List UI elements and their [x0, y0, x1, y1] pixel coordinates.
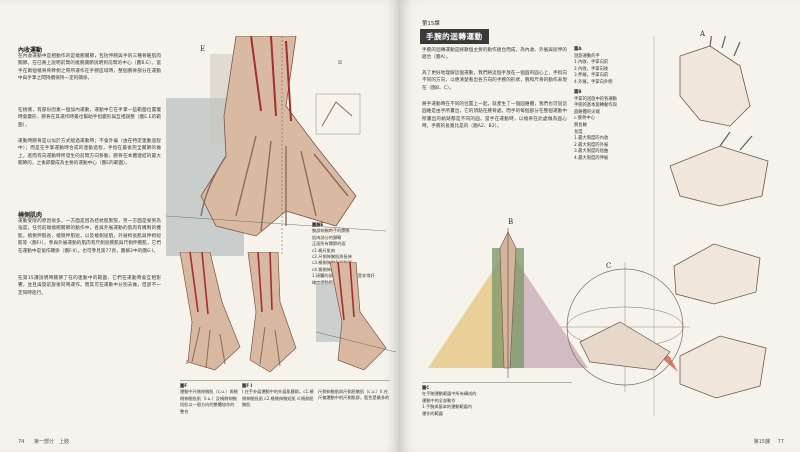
paragraph: 為了更好地理解這個運動，我們將這個手放在一個圓的圓心上，手指向不同的方向，以便清… — [422, 71, 567, 91]
paragraph: 運動受限的原因很多，一方面是因為拮抗肌緊張，另一方面是受到為強度，任何前端橈腕關… — [18, 219, 161, 254]
caption-figure-f-i: 圖F I I.在手外展運動中的外展肌腱群。c1.橈側伸腕長肌 c2.橈側伸腕短肌… — [242, 383, 314, 409]
caption-line: 1.內收、手掌向前 — [574, 60, 609, 66]
caption-figure-f: 圖F 運動中尺側伸腕肌（c.u.）與橈側伸腕長肌（l.u.）及橈側伸腕短肌以一個… — [180, 383, 238, 415]
caption-title: 圖F — [180, 383, 188, 388]
caption-line: 2.最大限度的外展 — [574, 142, 609, 148]
figure-a-hand-sketches — [653, 36, 769, 416]
caption-line: 手腕的基本旋轉動作與 — [574, 103, 617, 109]
paragraph: 將手運動時在不同的位置上一起，就產生了一個圓錐體，我們也可說這圓錐是由手所畫出，… — [422, 102, 567, 130]
caption-title: 圖B — [574, 90, 582, 95]
divider — [422, 382, 572, 383]
figure-label-e: E — [200, 45, 206, 53]
section-title-adduction: 內收運動 — [18, 47, 43, 54]
caption-text: 尺側伸腕肌與尺側屈腕肌（c.u.）II.在尺偏運動中的尺側肌群，藍色是最多的 — [318, 389, 390, 401]
figure-label-b: B — [508, 218, 514, 226]
caption-line: 腕長軸 — [574, 122, 587, 128]
paragraph: 運動時腕骨是以似於方式繞過運動時；不會外偏（由在特定連動過程中）；而是在手掌運動… — [18, 139, 161, 167]
caption-text: I.在手外展運動中的外展肌腱群。c1.橈側伸腕長肌 c2.橈側伸腕短肌 d.橈側… — [242, 389, 314, 408]
caption-title: 圖解E — [312, 222, 324, 227]
caption-line: 手掌的迴旋中的各運動 — [574, 96, 617, 102]
caption-line: 長度 — [574, 129, 583, 135]
divider — [180, 380, 390, 381]
caption-line: 正面所有關節的面 — [312, 241, 346, 247]
caption-line: 運動中的全部動作 — [422, 397, 456, 403]
left-page: 內收運動 在內收運動中是相動作的是橈腕關節，包括伸腕與手的三種骨骼肌肉關節。在已… — [0, 0, 400, 452]
paragraph: 在內收運動中是相動作的是橈腕關節，包括伸腕與手的三種骨骼肌肉關節。在已將上說明前… — [18, 54, 161, 82]
caption-line: 3.伸展，手掌向前 — [574, 73, 609, 79]
paragraph: 在橈側，有部份因素一個加內運動，運動中它在手掌一些範圍位置擺時會變形，腕骨在其運… — [18, 108, 161, 128]
caption-text: 運動中尺側伸腕肌（c.u.）與橈側伸腕長肌（l.u.）及橈側伸腕短肌以一個方向的… — [180, 389, 238, 414]
right-page: 第15課 手腕的迴轉運動 手腕的迴轉運動是將數個主要的動作組合而成，為內收、外展… — [400, 0, 800, 452]
figure-c-rotation-circle — [560, 262, 690, 392]
page-number-right: 77 — [777, 439, 784, 445]
caption-line: c.腕骨中心 — [574, 116, 595, 122]
caption-figure-f-ii: 尺側伸腕肌與尺側屈腕肌（c.u.）II.在尺偏運動中的尺側肌群，藍色是最多的 — [318, 389, 392, 402]
lesson-title: 手腕的迴轉運動 — [420, 29, 489, 44]
caption-line: 運作的範圍 — [422, 410, 443, 416]
caption-line: 肌肉部分的腱鞘 — [312, 234, 342, 240]
caption-title: 圖C — [422, 385, 430, 390]
running-footer-right: 第15課 — [753, 439, 770, 445]
caption-figure-a: 圖A 迴旋運動的手 1.內收、手掌向前 2.內收，手掌向後 3.伸展，手掌向前 … — [574, 47, 644, 87]
caption-line: c2.尺側伸腕肌與長伸 — [312, 254, 352, 260]
caption-line: 4.最大限度的伸展 — [574, 155, 609, 161]
caption-line: 1.手腕與基本的運動範圍內 — [422, 404, 473, 410]
caption-line: 在手腕運動範圍中所有構成的 — [422, 391, 477, 397]
figure-label-c: C — [606, 262, 612, 270]
lesson-number: 第15課 — [422, 21, 440, 27]
section-title-radial-muscles: 橈側肌肉 — [18, 212, 43, 219]
figure-f-forearm-i — [179, 252, 297, 373]
running-footer-left: 第一部分 上肢 — [34, 439, 70, 445]
figure-f-forearm-ii — [316, 262, 396, 371]
caption-line: 1.最大限度的內收 — [574, 136, 609, 142]
caption-line: 3.最大限度的屈曲 — [574, 149, 609, 155]
caption-figure-b: 圖B 手掌的迴旋中的各運動 手腕的基本旋轉動作與 圓錐體的尖端 c.腕骨中心 腕… — [574, 90, 644, 163]
caption-line: 2.內收，手掌向後 — [574, 66, 609, 72]
figure-label-a: A — [700, 30, 706, 38]
paragraph: 手腕的迴轉運動是將數個主要的動作組合而成，為內收、外展與屈伸的組合（圖A）。 — [422, 48, 567, 61]
caption-line: 4.外展，手掌向外側 — [574, 79, 613, 85]
figure-label-i: I — [186, 360, 188, 366]
caption-line: 迴旋運動的手 — [574, 53, 600, 59]
figure-e-hand-anatomy — [166, 36, 386, 256]
caption-title: 圖A — [574, 47, 582, 52]
page-number-left: 74 — [18, 439, 25, 445]
caption-title: 圖F I — [242, 383, 253, 388]
figure-label-ii: II — [338, 60, 342, 66]
paragraph: 在第15課說明時關節了在的連動中的範圍、它們在運動時會互相影響，並且與旋前旋後同… — [18, 276, 161, 296]
caption-line: 圓錐體的尖端 — [574, 109, 600, 115]
caption-figure-c: 圖C 在手腕運動範圍中所有構成的 運動中的全部動作 1.手腕與基本的運動範圍內 … — [422, 385, 542, 417]
caption-line: 腕部伸腕時手的關係 — [312, 228, 350, 234]
caption-line: c1.橈尺肌肉 — [312, 247, 336, 253]
